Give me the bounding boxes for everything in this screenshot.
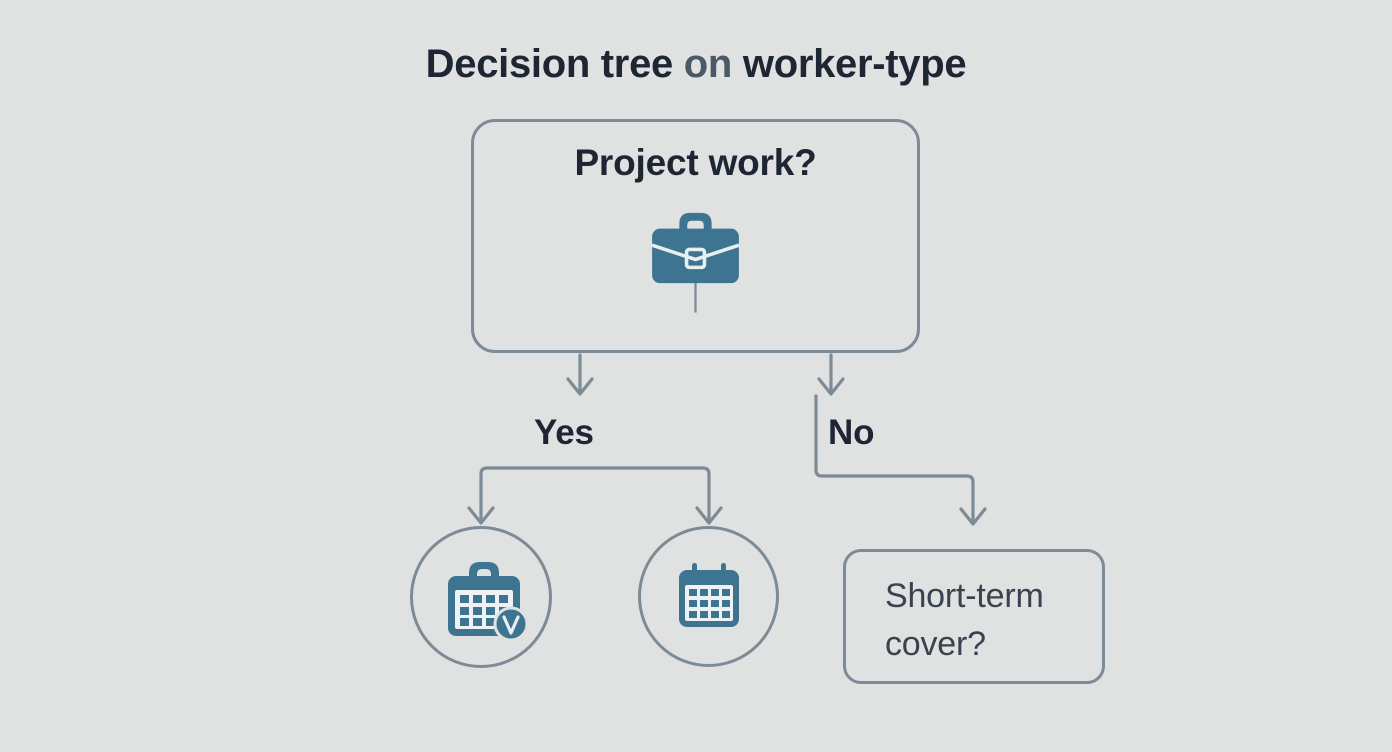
arrowhead-yes: [566, 377, 594, 396]
arrowhead-cover: [959, 507, 987, 526]
leaf-node-short-term-cover[interactable]: [843, 549, 1105, 684]
short-term-cover-label: Short-term cover?: [885, 577, 1044, 663]
title-part-2: worker-type: [732, 42, 967, 86]
root-decision-box[interactable]: [471, 119, 920, 353]
root-decision-label: Project work?: [574, 142, 817, 183]
calendar-icon: [679, 563, 739, 627]
calendar-check-icon: [448, 562, 527, 640]
arrowhead-leaf-right: [695, 506, 723, 525]
page-title: Decision tree on worker-type: [0, 42, 1392, 87]
title-part-1: Decision tree: [425, 42, 684, 86]
branch-label-yes: Yes: [534, 413, 594, 452]
arrowhead-leaf-left: [467, 506, 495, 525]
edge-yes-split-bar: [479, 466, 711, 523]
leaf-node-calendar-verified[interactable]: [410, 526, 552, 668]
title-highlight: on: [683, 42, 733, 86]
leaf-node-calendar[interactable]: [638, 526, 779, 667]
arrowhead-no: [817, 377, 845, 396]
briefcase-icon: [651, 212, 740, 313]
branch-label-no: No: [828, 413, 875, 452]
